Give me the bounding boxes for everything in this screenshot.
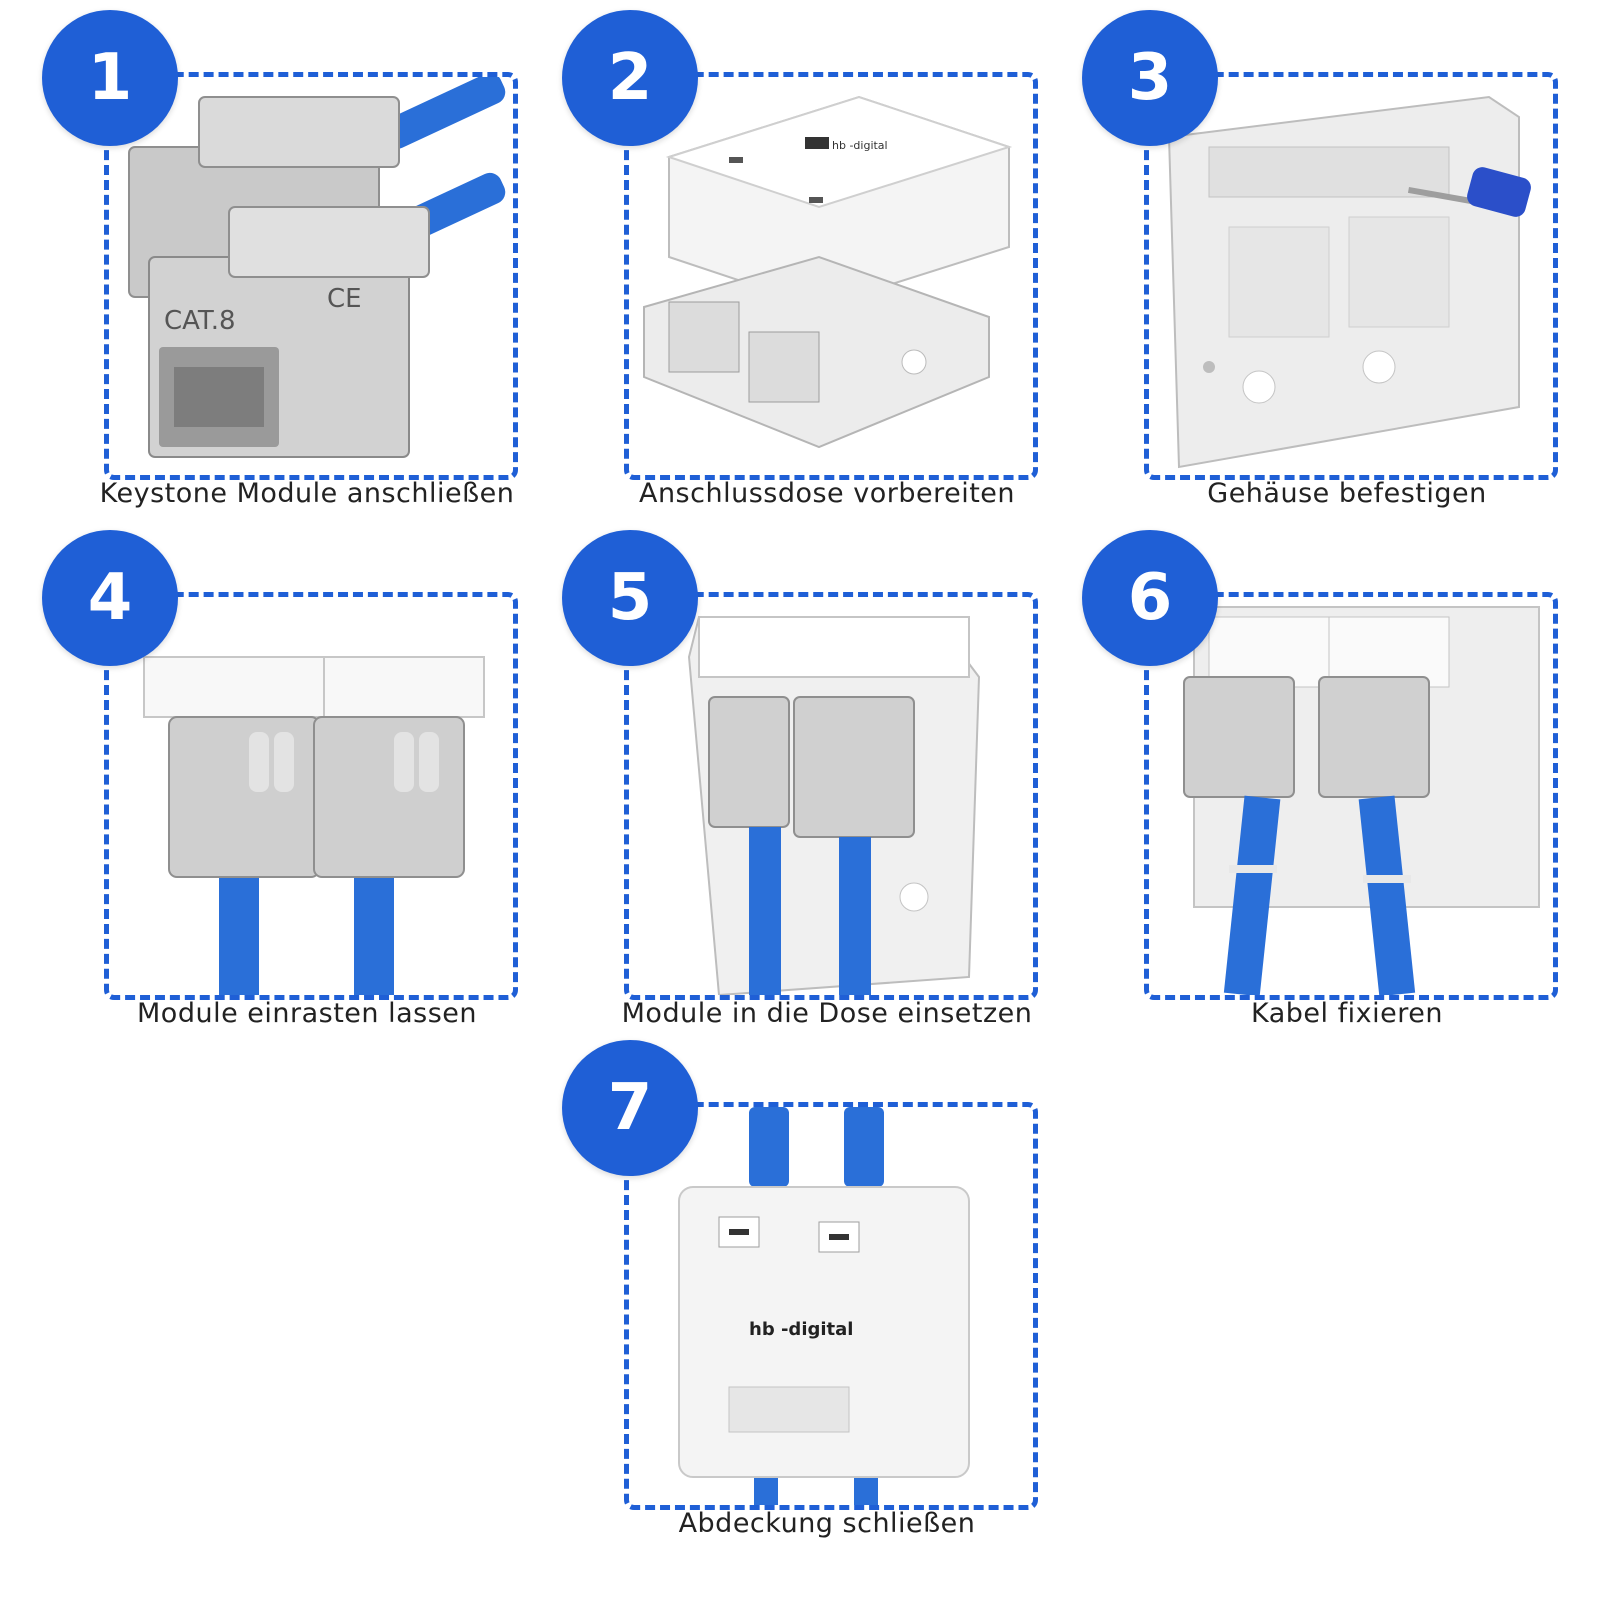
step-2: hb -digital 2 Anschlussdose vorbereiten (562, 10, 1082, 520)
modules-insert-illustration (687, 615, 981, 995)
step-3: 3 Gehäuse befestigen (1082, 10, 1600, 520)
step-caption-4: Module einrasten lassen (137, 998, 477, 1029)
cover-closed-illustration: hb -digital (678, 1107, 970, 1505)
step-caption-5: Module in die Dose einsetzen (621, 998, 1033, 1029)
step-caption-7: Abdeckung schließen (678, 1508, 976, 1539)
step-caption-1: Keystone Module anschließen (99, 478, 515, 509)
step-6: 6 Kabel fixieren (1082, 530, 1600, 1040)
step-3-frame (1144, 72, 1558, 480)
step-badge-5: 5 (562, 530, 698, 666)
step-badge-7: 7 (562, 1040, 698, 1176)
step-1-frame: CAT.8 CE (104, 72, 518, 480)
step-5-frame (624, 592, 1038, 1000)
modules-snap-illustration (143, 656, 485, 995)
ce-mark: CE (327, 284, 362, 314)
step-4-frame (104, 592, 518, 1000)
step-1: CAT.8 CE 1 Keystone Module anschließen (42, 10, 562, 520)
wall-box-open-illustration: hb -digital (643, 95, 1013, 449)
step-caption-3: Gehäuse befestigen (1207, 478, 1487, 509)
step-5: 5 Module in die Dose einsetzen (562, 530, 1082, 1040)
step-badge-2: 2 (562, 10, 698, 146)
step-badge-3: 3 (1082, 10, 1218, 146)
cable-fix-illustration (1183, 606, 1540, 995)
step-2-frame: hb -digital (624, 72, 1038, 480)
step-badge-6: 6 (1082, 530, 1218, 666)
step-7: hb -digital 7 Abdeckung schließen (562, 1040, 1082, 1550)
brand-logo: hb -digital (832, 139, 888, 152)
step-caption-6: Kabel fixieren (1251, 998, 1443, 1029)
keystone-modules-illustration: CAT.8 CE (128, 77, 506, 458)
step-badge-1: 1 (42, 10, 178, 146)
cat8-label: CAT.8 (164, 306, 236, 336)
step-caption-2: Anschlussdose vorbereiten (638, 478, 1016, 509)
step-badge-4: 4 (42, 530, 178, 666)
brand-logo: hb -digital (749, 1319, 853, 1340)
step-4: 4 Module einrasten lassen (42, 530, 562, 1040)
housing-mounting-illustration (1167, 95, 1531, 469)
step-6-frame (1144, 592, 1558, 1000)
step-7-frame: hb -digital (624, 1102, 1038, 1510)
